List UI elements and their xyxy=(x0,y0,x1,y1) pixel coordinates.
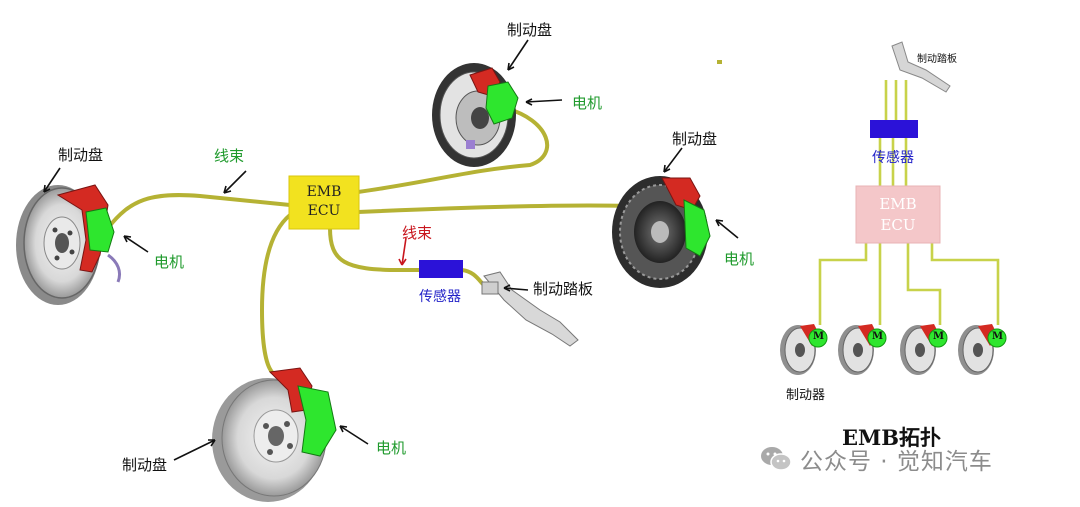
motor-badge-4: M xyxy=(992,331,1004,342)
brake-assembly-bottom xyxy=(212,367,337,502)
topology-brake-2 xyxy=(838,324,887,375)
harness-arrow-red xyxy=(398,237,407,266)
brake-pedal-label: 制动踏板 xyxy=(533,280,594,298)
topology-brake-1 xyxy=(780,324,828,375)
topology-pedal xyxy=(891,41,951,93)
topology-sensor-label: 传感器 xyxy=(872,150,914,166)
topology-ecu-line1: EMB xyxy=(879,195,917,213)
brake-disc-label-left: 制动盘 xyxy=(58,146,104,164)
motor-label-top: 电机 xyxy=(572,94,603,112)
topology-title: EMB拓扑 xyxy=(842,425,942,450)
brake-disc-label-top: 制动盘 xyxy=(507,21,553,39)
brake-assembly-top xyxy=(432,63,519,167)
topology-sensor-block xyxy=(870,120,918,138)
motor-badge-1: M xyxy=(813,331,825,342)
topology-ecu-label: EMB ECU xyxy=(856,194,940,236)
brake-disc-label-right: 制动盘 xyxy=(672,130,718,148)
motor-badge-3: M xyxy=(933,331,945,342)
motor-badge-2: M xyxy=(872,331,884,342)
topology-ecu-block xyxy=(855,185,941,244)
topology-pedal-label: 制动踏板 xyxy=(917,54,957,65)
topology-lines xyxy=(818,80,1000,325)
harness-label-red: 线束 xyxy=(402,224,433,242)
motor-label-bottom: 电机 xyxy=(376,439,407,457)
brake-assembly-left xyxy=(16,184,122,305)
topology-brake-3 xyxy=(900,324,948,375)
watermark-text: 公众号 · 觉知汽车 xyxy=(800,449,993,475)
wechat-icon xyxy=(761,447,792,471)
wiring-harness xyxy=(106,106,630,374)
topology-brake-label: 制动器 xyxy=(786,388,826,403)
sensor-block xyxy=(419,260,463,278)
pointer-arrows xyxy=(43,39,739,461)
brake-assembly-right xyxy=(612,176,711,288)
motor-label-left: 电机 xyxy=(154,253,185,271)
brake-disc-label-bottom: 制动盘 xyxy=(122,456,168,474)
sensor-label: 传感器 xyxy=(419,289,461,305)
topology-brake-4 xyxy=(958,324,1007,375)
ecu-label-line1: EMB xyxy=(306,184,342,200)
ecu-label: EMB ECU xyxy=(289,183,359,221)
harness-label-green: 线束 xyxy=(214,147,245,165)
watermark: 公众号 · 觉知汽车 xyxy=(760,442,993,476)
ecu-label-line2: ECU xyxy=(307,203,341,219)
ecu-block xyxy=(288,175,360,230)
motor-label-right: 电机 xyxy=(724,250,755,268)
topology-ecu-line2: ECU xyxy=(880,216,916,234)
